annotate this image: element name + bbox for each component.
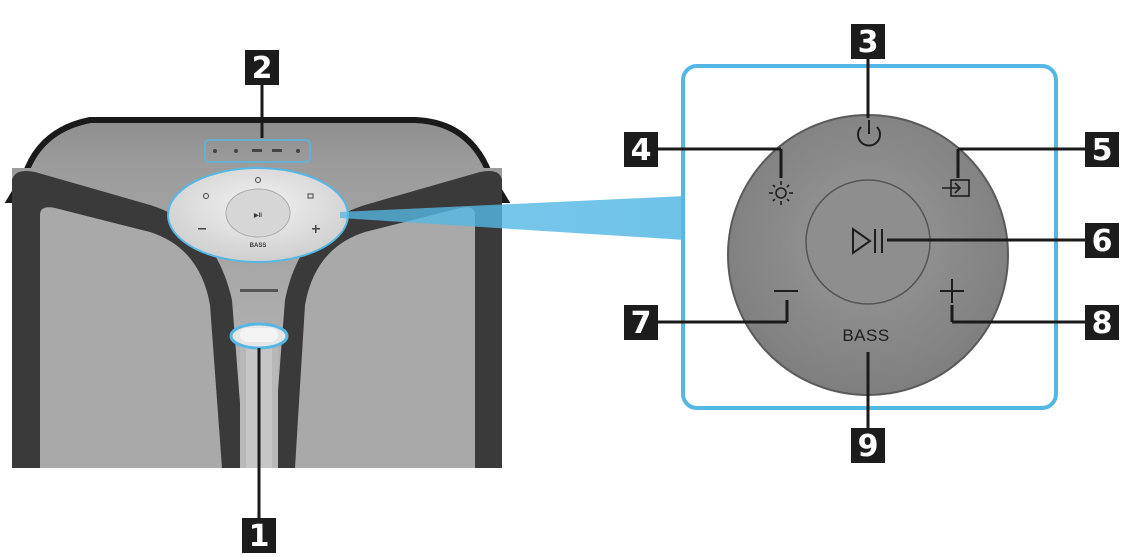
plus-icon	[940, 279, 964, 303]
bass-label: BASS	[842, 326, 889, 345]
callout-4: 4	[624, 132, 658, 168]
play-pause-icon	[852, 227, 883, 255]
power-button[interactable]	[857, 120, 881, 147]
bass-button[interactable]: BASS	[842, 326, 889, 345]
callout-9: 9	[851, 428, 885, 464]
led-indicator-row	[204, 139, 311, 163]
callout-3: 3	[851, 24, 885, 60]
svg-text:8: 8	[1092, 306, 1113, 341]
input-source-icon	[942, 179, 970, 197]
svg-text:9: 9	[858, 429, 879, 464]
svg-text:5: 5	[1092, 133, 1113, 168]
play-pause-button[interactable]	[852, 227, 883, 255]
volume-up-button[interactable]	[940, 279, 964, 303]
svg-text:2: 2	[252, 51, 273, 86]
mini-bass-label: BASS	[250, 243, 267, 249]
callout-7: 7	[624, 305, 658, 341]
svg-text:6: 6	[1092, 224, 1113, 259]
callout-5: 5	[1085, 132, 1119, 168]
power-icon	[857, 126, 881, 147]
svg-text:▶II: ▶II	[253, 212, 262, 219]
sun-icon	[769, 181, 793, 205]
light-button[interactable]	[769, 181, 793, 205]
speaker-brand-mark	[240, 289, 278, 292]
leader-lines	[257, 58, 1085, 518]
svg-text:4: 4	[631, 133, 652, 168]
svg-text:1: 1	[249, 519, 270, 554]
callout-1: 1	[242, 518, 276, 554]
callout-6: 6	[1085, 223, 1119, 259]
svg-text:3: 3	[858, 25, 879, 60]
control-panel-enlarged: BASS	[727, 114, 1009, 396]
callout-2: 2	[245, 50, 279, 86]
input-source-button[interactable]	[942, 179, 970, 197]
svg-text:7: 7	[631, 306, 652, 341]
callout-8: 8	[1085, 305, 1119, 341]
zoom-beam	[340, 196, 685, 240]
mini-control-panel: ▶II BASS	[167, 167, 349, 263]
